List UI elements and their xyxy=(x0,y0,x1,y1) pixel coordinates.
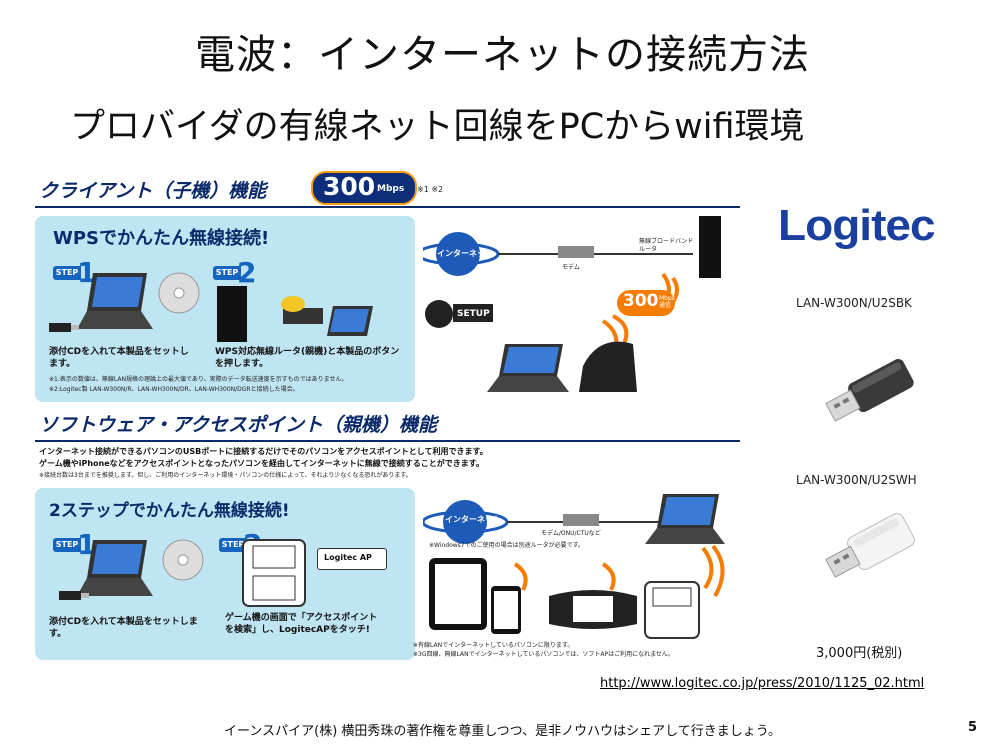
speed-badge-small: 300 Mbps通信 xyxy=(617,290,675,316)
hand-pressing-button-illustration xyxy=(281,296,373,336)
client-function-title: クライアント（子機）機能 xyxy=(39,180,267,202)
modem-onu-label: モデム/ONU/CTUなど xyxy=(541,530,601,537)
usb-adapter-icon xyxy=(49,323,79,332)
speed-badge-small-unit: Mbps通信 xyxy=(659,295,675,309)
slide-title: 電波：インターネットの接続方法 xyxy=(195,32,810,78)
speed-badge-unit: Mbps xyxy=(377,184,405,194)
product-model-black: LAN-W300N/U2SBK xyxy=(796,296,912,310)
step-label: STEP xyxy=(219,538,247,552)
usb-adapter-white-image xyxy=(825,513,915,578)
step-label: STEP xyxy=(213,266,241,280)
ap-note: ※接続台数は3台までを推奨します。但し、ご利用のインターネット環境・パソコンの仕… xyxy=(39,472,412,479)
wps-title: WPSでかんたん無線接続! xyxy=(53,228,270,249)
two-step-panel: 2ステップでかんたん無線接続! STEP 1 STEP 2 Logitec AP xyxy=(35,488,415,660)
laptop-illustration xyxy=(77,273,153,329)
speed-notes: ※1 ※2 xyxy=(417,185,444,194)
bottom-note-2: ※3G回線、無線LANでインターネットしているパソコンでは、ソフトAPはご利用に… xyxy=(413,651,674,658)
ap-step-2-text: ゲーム機の画面で「アクセスポイントを検索」し、LogitecAPをタッチ! xyxy=(225,613,378,635)
client-title-rule xyxy=(35,206,740,208)
internet-label: インターネット xyxy=(437,249,493,258)
ap-step-1-text: 添付CDを入れて本製品をセットします。 xyxy=(49,617,198,639)
router-label: 無線ブロードバンドルータ xyxy=(639,238,694,253)
product-model-white: LAN-W300N/U2SWH xyxy=(796,473,917,487)
note-1: ※1:表示の数値は、無線LAN規格の理論上の最大値であり、実際のデータ転送速度を… xyxy=(49,376,348,383)
wps-step-2-text: WPS対応無線ルータ(親機)と本製品のボタンを押します。 xyxy=(215,347,400,369)
usb-adapter-icon xyxy=(59,591,89,600)
logitec-ap-callout: Logitec AP xyxy=(317,548,387,570)
logitec-ap-label: Logitec AP xyxy=(324,553,372,562)
press-release-link[interactable]: http://www.logitec.co.jp/press/2010/1125… xyxy=(600,676,925,691)
step-label: STEP xyxy=(53,266,81,280)
internet-label-2: インターネット xyxy=(445,515,501,524)
price-text: 3,000円(税別) xyxy=(816,646,903,661)
slide-subtitle: プロバイダの有線ネット回線をPCからwifi環境 xyxy=(70,107,805,147)
logitec-logo: Logitec xyxy=(778,200,936,250)
wps-step-1-badge: STEP 1 xyxy=(53,258,97,288)
brochure-image: クライアント（子機）機能 300 Mbps ※1 ※2 WPSでかんたん無線接続… xyxy=(35,170,740,670)
page-number: 5 xyxy=(968,720,978,735)
ap-description-2: ゲーム機やiPhoneなどをアクセスポイントとなったパソコンを経由してインターネ… xyxy=(39,459,484,468)
win7-note: ※Windows7でのご使用の場合は別途ルータが必要です。 xyxy=(429,542,585,549)
ap-title-rule xyxy=(35,440,740,442)
speed-badge-small-value: 300 xyxy=(623,291,659,311)
speed-badge-value: 300 xyxy=(323,172,376,201)
router-illustration xyxy=(217,286,247,342)
client-connection-diagram xyxy=(423,216,721,392)
wps-panel: WPSでかんたん無線接続! STEP 1 STEP 2 xyxy=(35,216,415,402)
bottom-note-1: ※有線LANでインターネットしているパソコンに限ります。 xyxy=(413,642,574,649)
two-step-title: 2ステップでかんたん無線接続! xyxy=(49,501,290,521)
ap-description-1: インターネット接続ができるパソコンのUSBポートに接続するだけでそのパソコンをア… xyxy=(39,447,488,456)
step-label: STEP xyxy=(53,538,81,552)
step-number: 1 xyxy=(77,256,97,289)
modem-label: モデム xyxy=(562,264,580,271)
cd-icon xyxy=(162,539,204,581)
usb-adapter-black-image xyxy=(825,358,914,422)
wps-step-1-text: 添付CDを入れて本製品をセットします。 xyxy=(49,347,189,369)
step-number: 2 xyxy=(237,256,257,289)
ap-function-title: ソフトウェア・アクセスポイント（親機）機能 xyxy=(39,414,438,436)
ap-connection-diagram xyxy=(423,494,725,639)
game-console-illustration xyxy=(242,539,306,607)
footer-copyright: イーンスパイア(株) 横田秀珠の著作権を尊重しつつ、是非ノウハウはシェアして行き… xyxy=(224,724,781,739)
cd-icon xyxy=(158,272,200,314)
laptop-illustration xyxy=(77,540,153,596)
setup-label: SETUP xyxy=(457,309,490,319)
speed-badge: 300 Mbps xyxy=(311,171,417,205)
wps-step-2-badge: STEP 2 xyxy=(213,258,257,288)
note-2: ※2:Logitec製 LAN-W300N/R、LAN-WH300N/DR、LA… xyxy=(49,386,299,393)
